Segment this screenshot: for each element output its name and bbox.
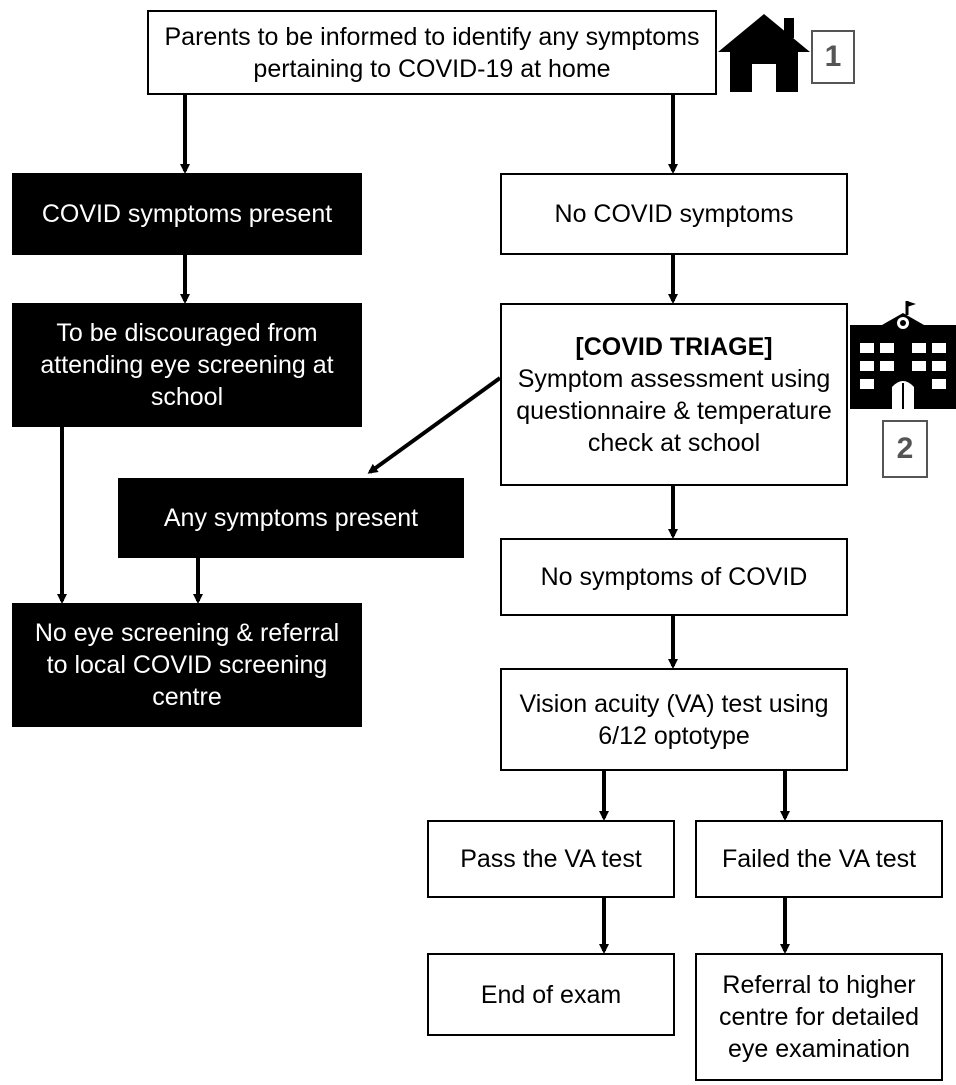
school-building-icon bbox=[850, 299, 956, 409]
parents-informed-box: Parents to be informed to identify any s… bbox=[147, 10, 717, 95]
referral-higher-centre-box: Referral to higher centre for detailed e… bbox=[695, 953, 943, 1081]
triage-title: [COVID TRIAGE] bbox=[575, 332, 773, 361]
arrow-triage-to-any-symptoms bbox=[367, 376, 502, 474]
va-test-box: Vision acuity (VA) test using 6/12 optot… bbox=[500, 668, 848, 771]
any-symptoms-present-box: Any symptoms present bbox=[118, 478, 464, 558]
step-2-badge: 2 bbox=[882, 420, 928, 478]
end-of-exam-box: End of exam bbox=[427, 953, 675, 1036]
no-covid-symptoms-box: No COVID symptoms bbox=[500, 173, 848, 255]
triage-body: Symptom assessment using questionnaire &… bbox=[516, 364, 832, 457]
step-1-badge: 1 bbox=[811, 30, 855, 84]
pass-va-box: Pass the VA test bbox=[427, 820, 675, 898]
house-icon bbox=[718, 12, 810, 92]
no-symptoms-of-covid-box: No symptoms of COVID bbox=[500, 538, 848, 616]
discouraged-box: To be discouraged from attending eye scr… bbox=[12, 303, 362, 427]
parents-informed-text: Parents to be informed to identify any s… bbox=[164, 22, 700, 83]
covid-symptoms-present-box: COVID symptoms present bbox=[12, 173, 362, 255]
covid-triage-box: [COVID TRIAGE] Symptom assessment using … bbox=[500, 303, 848, 486]
failed-va-box: Failed the VA test bbox=[695, 820, 943, 898]
no-eye-screening-box: No eye screening & referral to local COV… bbox=[12, 603, 362, 727]
